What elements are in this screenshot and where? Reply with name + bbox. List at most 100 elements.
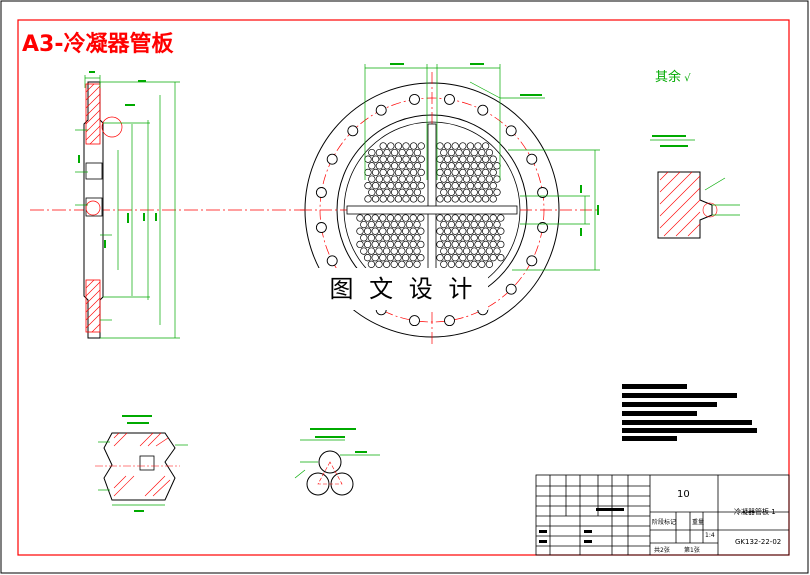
tube-hole (356, 240, 364, 249)
tube-hole (459, 227, 467, 235)
tube-hole (390, 162, 399, 170)
tube-hole (443, 168, 452, 177)
sheet-total: 共2张 (654, 547, 670, 554)
tube-hole (394, 214, 402, 222)
tube-hole (489, 254, 497, 262)
tube-hole (443, 182, 452, 190)
tube-hole (401, 227, 410, 235)
tube-hole (451, 240, 459, 249)
tube-hole (398, 162, 406, 170)
tube-hole (440, 188, 448, 196)
tube-hole (470, 188, 478, 196)
tube-hole (398, 175, 406, 183)
tube-hole (356, 227, 364, 235)
bolt-hole (477, 104, 489, 116)
tube-hole (383, 148, 391, 157)
tube-hole (459, 240, 467, 249)
tube-hole (489, 182, 497, 190)
tube-hole (481, 254, 490, 262)
quantity-value: 10 (677, 489, 690, 500)
tube-hole (386, 254, 395, 262)
tube-hole (387, 195, 395, 203)
tube-hole (466, 155, 475, 163)
tube-hole (394, 142, 403, 150)
bolt-hole (409, 315, 420, 327)
bolt-hole (526, 255, 538, 267)
tube-hole (470, 260, 478, 268)
tube-hole (466, 254, 475, 262)
bolt-hole (409, 93, 420, 105)
tube-hole (470, 220, 478, 229)
tube-hole (447, 162, 456, 170)
tube-hole (386, 227, 395, 235)
tube-hole (387, 142, 395, 150)
tube-hole (436, 182, 444, 190)
tube-hole (478, 234, 486, 242)
tube-hole (474, 240, 482, 249)
tube-hole (447, 220, 456, 229)
tube-hole (417, 240, 425, 249)
tube-hole (474, 155, 482, 163)
tube-hole (489, 195, 497, 203)
tube-hole (390, 175, 399, 183)
tube-hole (470, 175, 478, 183)
tube-hole (405, 260, 414, 268)
tube-hole (413, 162, 422, 170)
tube-hole (440, 220, 448, 229)
tube-hole (371, 155, 380, 163)
tube-hole (447, 175, 456, 183)
tube-hole (390, 188, 399, 196)
tube-hole (417, 214, 425, 222)
tube-hole (364, 182, 372, 190)
tube-hole (390, 247, 398, 255)
tube-hole (409, 182, 418, 190)
tube-hole (478, 260, 486, 268)
tube-hole (405, 220, 414, 229)
tube-hole (398, 260, 406, 268)
roughness-icon: √ (681, 73, 691, 84)
tube-hole (481, 168, 490, 177)
tube-hole (382, 234, 391, 242)
tube-hole (451, 254, 459, 262)
tube-hole (470, 234, 478, 242)
tube-hole (375, 220, 383, 229)
tube-hole (405, 247, 414, 255)
bolt-hole (444, 315, 455, 327)
bolt-hole (505, 125, 517, 137)
tube-hole (489, 155, 497, 163)
tube-hole (466, 142, 475, 150)
tube-hole (478, 175, 486, 183)
bolt-hole (444, 93, 455, 105)
tube-hole (367, 247, 376, 255)
tube-hole (478, 162, 486, 170)
tube-hole (375, 188, 384, 196)
tube-hole (409, 214, 417, 222)
tube-hole (368, 162, 376, 170)
tube-hole (390, 260, 398, 268)
tube-hole (447, 148, 456, 157)
tube-hole (440, 175, 448, 183)
tube-hole (459, 142, 467, 150)
tube-hole (462, 162, 471, 170)
sheet-index: 第1张 (684, 547, 700, 554)
tube-hole (455, 234, 463, 242)
tube-hole (409, 240, 417, 249)
tube-hole (481, 182, 490, 190)
tube-hole (360, 247, 368, 255)
tube-hole (489, 168, 497, 177)
tube-hole (474, 195, 482, 203)
tube-hole (478, 247, 486, 255)
tube-hole (447, 188, 456, 196)
tube-hole (367, 234, 376, 242)
tube-hole (398, 148, 406, 157)
tube-hole (382, 260, 391, 268)
tube-hole (356, 214, 364, 222)
tube-hole (413, 260, 421, 268)
tube-hole (371, 227, 379, 235)
tube-hole (440, 260, 448, 268)
tube-hole (474, 182, 482, 190)
tube-hole (417, 168, 425, 177)
tube-hole (493, 220, 501, 229)
tube-hole (363, 254, 372, 262)
tube-hole (440, 234, 448, 242)
